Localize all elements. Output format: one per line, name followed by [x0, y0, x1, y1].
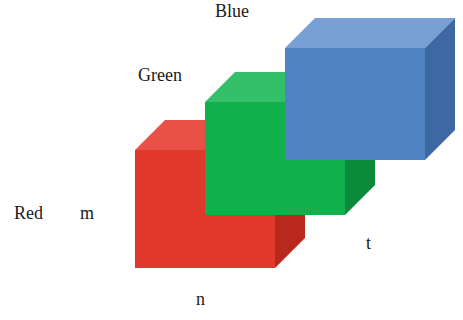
- dimension-label: n: [196, 290, 205, 310]
- cube-side: [425, 18, 455, 160]
- cube-front: [285, 48, 425, 160]
- dimension-label: m: [80, 204, 94, 224]
- blue-cube: [285, 18, 455, 160]
- color-label: Green: [138, 66, 182, 86]
- dimension-label: t: [366, 234, 371, 254]
- color-label: Red: [14, 204, 43, 224]
- color-label: Blue: [215, 2, 249, 22]
